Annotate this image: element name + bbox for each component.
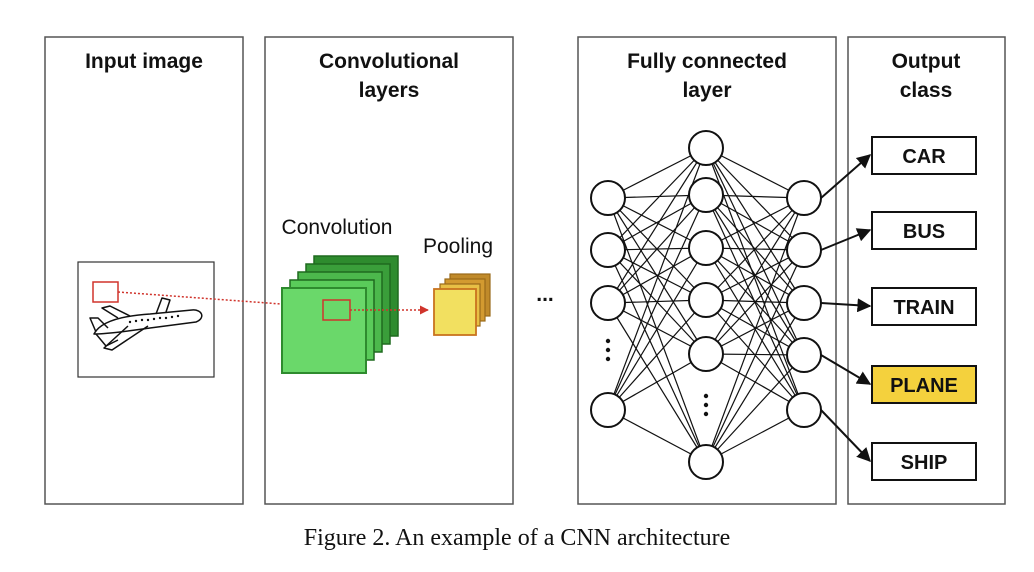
output-arrow (820, 298, 872, 313)
output-class-box (871, 136, 977, 175)
fc-edge (705, 147, 805, 304)
fc-edge (705, 302, 805, 463)
fc-edge (607, 247, 707, 411)
fc-neuron (688, 336, 724, 372)
fc-edge (705, 249, 805, 355)
output-class-panel (847, 36, 1006, 505)
fc-neuron (786, 285, 822, 321)
output-class-bus: BUS (820, 211, 977, 251)
fc-edge (607, 247, 707, 304)
figure-caption: Figure 2. An example of a CNN architectu… (303, 525, 731, 551)
output-title-line2: class (900, 79, 953, 102)
fc-edge (607, 409, 707, 463)
fc-neuron (786, 180, 822, 216)
input-image-title: Input image (85, 50, 203, 73)
fc-edge (607, 147, 707, 304)
fc-neuron (786, 337, 822, 373)
fc-neuron (786, 392, 822, 428)
pooling-feature-maps (433, 273, 491, 336)
output-arrow (820, 228, 872, 251)
output-title-line1: Output (892, 50, 961, 73)
fully-connected-network (590, 130, 822, 480)
convolution-feature-maps (281, 255, 399, 374)
output-class-box (871, 442, 977, 481)
fc-edge (705, 299, 805, 356)
output-class-plane: PLANE (820, 354, 977, 404)
input-image (77, 261, 215, 378)
fc-neuron (590, 392, 626, 428)
fc-edge (705, 197, 805, 249)
fc-edge (705, 197, 805, 301)
fc-title-line2: layer (682, 79, 731, 102)
fc-edge (705, 197, 805, 355)
fc-edge (607, 299, 707, 411)
cnn-architecture-diagram: Input image Convolutional layers Fully c… (44, 36, 1006, 505)
convolutional-title-line1: Convolutional (319, 50, 459, 73)
output-arrow (820, 409, 871, 463)
output-class-ship: SHIP (820, 409, 977, 481)
vertical-ellipsis (703, 393, 709, 417)
fc-edge (705, 197, 805, 463)
fc-edge (607, 194, 707, 304)
fc-edge (705, 249, 805, 463)
fully-connected-panel (577, 36, 837, 505)
fc-edge (607, 147, 707, 199)
fc-neuron (590, 232, 626, 268)
fc-neuron (688, 230, 724, 266)
pooling-label: Pooling (423, 235, 493, 258)
output-class-train: TRAIN (820, 287, 977, 326)
fc-neuron (688, 130, 724, 166)
vertical-ellipsis (605, 338, 611, 362)
airplane-icon (89, 297, 203, 351)
fc-neuron (688, 177, 724, 213)
output-class-label: SHIP (901, 452, 948, 474)
output-arrow (820, 154, 872, 199)
fc-edge (607, 194, 707, 251)
output-class-label: BUS (903, 221, 945, 243)
output-class-box (871, 211, 977, 250)
fc-edge (705, 147, 805, 356)
fc-edge (705, 147, 805, 251)
fc-neuron (688, 444, 724, 480)
output-class-label: TRAIN (893, 297, 954, 319)
airplane-windows (128, 314, 180, 324)
output-class-car: CAR (820, 136, 977, 199)
layers-ellipsis: ... (536, 283, 554, 306)
output-class-box (871, 287, 977, 326)
output-class-box (871, 365, 977, 404)
output-classes: CAR BUS TRAIN PLANE SHIP (820, 136, 977, 481)
fc-neuron (590, 285, 626, 321)
fc-edge (705, 354, 805, 463)
fc-neuron (786, 232, 822, 268)
convolution-label: Convolution (282, 216, 393, 239)
output-class-label: PLANE (890, 375, 958, 397)
convolutional-title-line2: layers (359, 79, 420, 102)
fc-title-line1: Fully connected (627, 50, 787, 73)
fc-edge (705, 147, 805, 199)
output-arrow (820, 354, 872, 385)
fc-edge (607, 147, 707, 251)
fc-edge (705, 409, 805, 463)
fc-neuron (590, 180, 626, 216)
fc-edge (607, 194, 707, 411)
fc-neuron (688, 282, 724, 318)
output-class-label: CAR (902, 146, 946, 168)
fc-edge (607, 353, 707, 411)
